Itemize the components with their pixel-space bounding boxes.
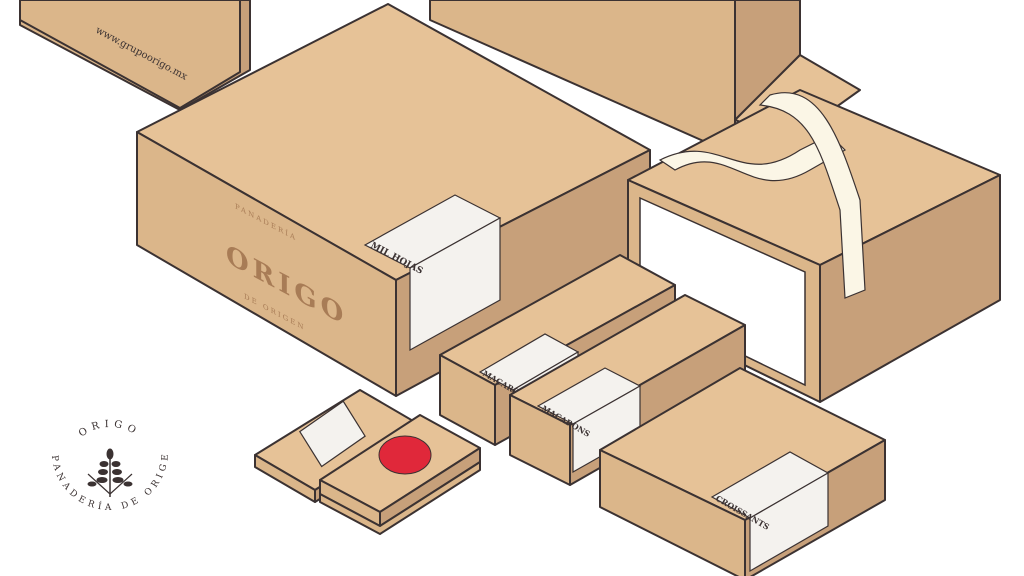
wheat-icon	[87, 448, 133, 497]
logo-brand-name: ORIGO	[77, 419, 137, 440]
gift-box	[627, 89, 1001, 403]
flat-box-2	[319, 414, 481, 535]
svg-text:ORIGO: ORIGO	[77, 419, 142, 440]
background-box-left: www.grupoorigo.mx	[19, 0, 251, 111]
large-box-mil-hojas: ORIGO PANADERÍA DE ORIGEN MIL HOJAS	[136, 3, 651, 397]
origo-logo: ORIGO PANADERÍA DE ORIGEN	[40, 412, 167, 513]
red-seal	[378, 435, 432, 475]
ribbon	[658, 134, 846, 182]
croissants-box: CROISSANTS	[599, 367, 886, 576]
